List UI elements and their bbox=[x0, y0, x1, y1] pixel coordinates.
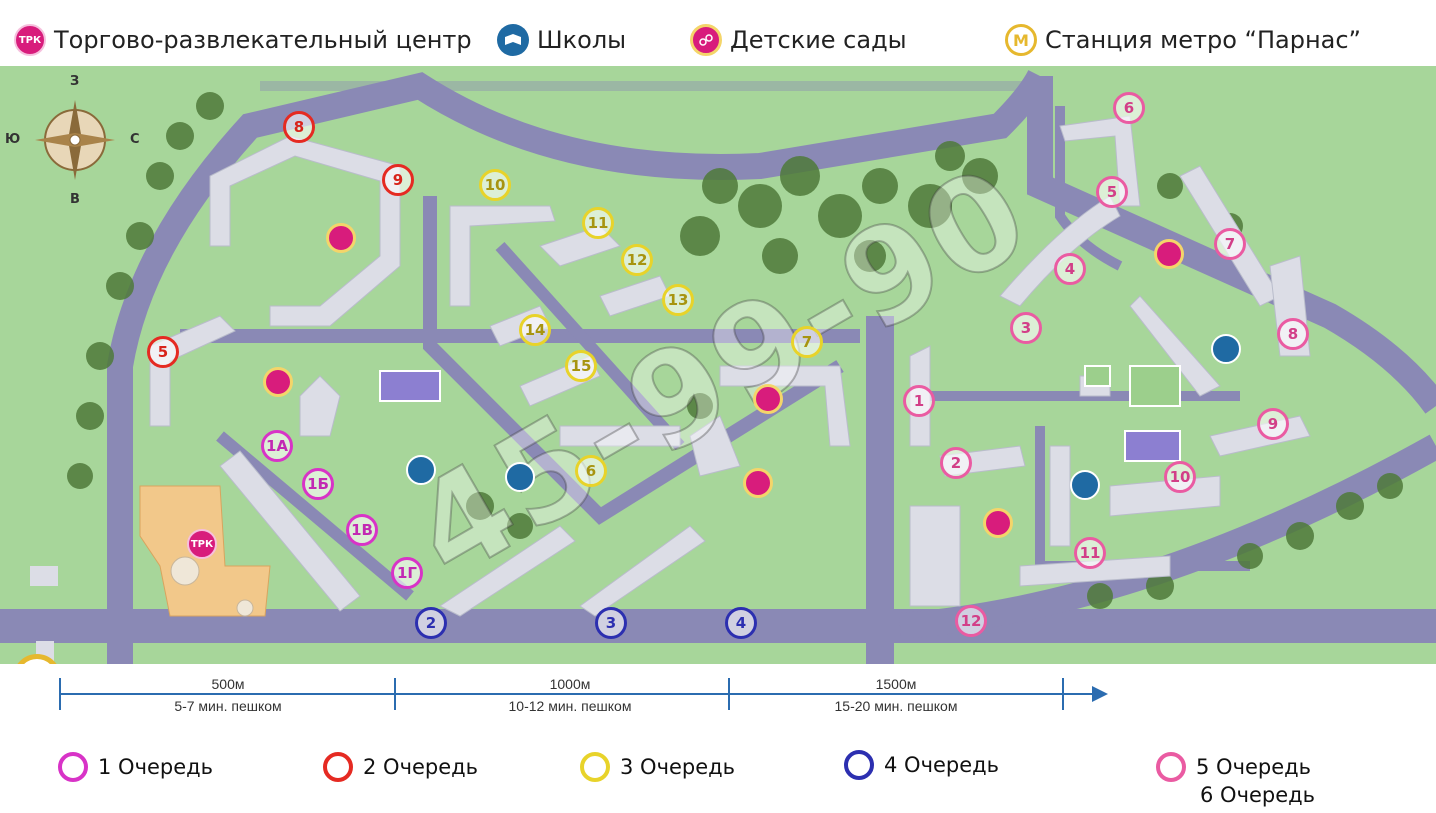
scale-time-2: 10-12 мин. пешком bbox=[508, 698, 632, 714]
building-marker-q5[interactable]: 3 bbox=[1010, 312, 1042, 344]
scale-time-1: 5-7 мин. пешком bbox=[174, 698, 282, 714]
kindergarten-icon[interactable] bbox=[326, 223, 356, 253]
legend-kinder-label: Детские сады bbox=[730, 26, 907, 54]
building-marker-q5[interactable]: 9 bbox=[1257, 408, 1289, 440]
building-marker-q5[interactable]: 1 bbox=[903, 385, 935, 417]
building-marker-q5[interactable]: 6 bbox=[1113, 92, 1145, 124]
compass-south-label: В bbox=[70, 192, 80, 207]
queue-legend-4: 4 Очередь bbox=[844, 750, 999, 780]
school-icon[interactable] bbox=[1070, 470, 1100, 500]
building-marker-q1[interactable]: 1В bbox=[346, 514, 378, 546]
compass-rose-icon bbox=[35, 100, 115, 180]
ring-icon bbox=[844, 750, 874, 780]
building-marker-q5[interactable]: 11 bbox=[1074, 537, 1106, 569]
ring-icon bbox=[58, 752, 88, 782]
building-marker-q2[interactable]: 8 bbox=[283, 111, 315, 143]
building-marker-q3[interactable]: 7 bbox=[791, 326, 823, 358]
legend-trk-label: Торгово-развлекательный центр bbox=[54, 26, 472, 54]
map-base bbox=[0, 69, 1436, 664]
sports-field-3 bbox=[1129, 365, 1181, 407]
tree-clusters bbox=[67, 92, 1403, 609]
school-icon[interactable] bbox=[406, 455, 436, 485]
queue-legend-1: 1 Очередь bbox=[58, 752, 213, 782]
building-marker-q5[interactable]: 4 bbox=[1054, 253, 1086, 285]
queue-label-1: 1 Очередь bbox=[98, 755, 214, 779]
queue-label-3: 3 Очередь bbox=[620, 755, 736, 779]
kindergarten-icon[interactable] bbox=[983, 508, 1013, 538]
school-icon bbox=[497, 24, 529, 56]
queue-label-2: 2 Очередь bbox=[363, 755, 479, 779]
compass-west-label: Ю bbox=[5, 132, 21, 147]
legend-metro: M Станция метро “Парнас” bbox=[1005, 24, 1361, 56]
school-icon[interactable] bbox=[1211, 334, 1241, 364]
queue-legend-3: 3 Очередь bbox=[580, 752, 735, 782]
road-outer-east bbox=[1027, 76, 1436, 414]
building-marker-q1[interactable]: 1Б bbox=[302, 468, 334, 500]
sports-field-1 bbox=[379, 370, 441, 402]
building-marker-q5[interactable]: 8 bbox=[1277, 318, 1309, 350]
scale-distance-2: 1000м bbox=[549, 676, 591, 692]
scale-distance-3: 1500м bbox=[875, 676, 917, 692]
distance-scale bbox=[59, 678, 1108, 710]
building-marker-q5[interactable]: 7 bbox=[1214, 228, 1246, 260]
trk-badge-text: ТРК bbox=[18, 34, 42, 46]
queue-legend-5: 5 Очередь bbox=[1156, 752, 1311, 782]
queue-label-6: 6 Очередь bbox=[1200, 783, 1316, 807]
kindergarten-icon[interactable] bbox=[1154, 239, 1184, 269]
building-marker-q2[interactable]: 5 bbox=[147, 336, 179, 368]
trk-icon: ТРК bbox=[14, 24, 46, 56]
ring-icon bbox=[580, 752, 610, 782]
building-marker-q3[interactable]: 12 bbox=[621, 244, 653, 276]
compass: З Ю С В bbox=[5, 74, 140, 207]
building-marker-q2[interactable]: 9 bbox=[382, 164, 414, 196]
arrow-right-icon bbox=[1092, 686, 1108, 702]
kindergarten-icon[interactable] bbox=[743, 468, 773, 498]
kindergarten-icon bbox=[690, 24, 722, 56]
kindergarten-icon[interactable] bbox=[753, 384, 783, 414]
school-icon[interactable] bbox=[505, 462, 535, 492]
site-map[interactable]: 45-99-90 З Ю С В ТРК 1А 1Б 1В 1Г 8 9 5 1… bbox=[0, 66, 1436, 664]
building-marker-q4[interactable]: 4 bbox=[725, 607, 757, 639]
building-marker-q3[interactable]: 10 bbox=[479, 169, 511, 201]
top-legend: ТРК Торгово-развлекательный центр Школы … bbox=[0, 0, 1436, 66]
building-marker-q5[interactable]: 10 bbox=[1164, 461, 1196, 493]
building-marker-q5[interactable]: 2 bbox=[940, 447, 972, 479]
sports-field-2 bbox=[1124, 430, 1181, 462]
building-marker-q1[interactable]: 1А bbox=[261, 430, 293, 462]
building-marker-q3[interactable]: 15 bbox=[565, 350, 597, 382]
legend-metro-label: Станция метро “Парнас” bbox=[1045, 26, 1361, 54]
building-marker-q4[interactable]: 3 bbox=[595, 607, 627, 639]
building-marker-q3[interactable]: 11 bbox=[582, 207, 614, 239]
legend-trk: ТРК Торгово-развлекательный центр bbox=[14, 24, 472, 56]
queue-legend-2: 2 Очередь bbox=[323, 752, 478, 782]
queue-label-4: 4 Очередь bbox=[884, 753, 1000, 777]
building-marker-q4[interactable]: 2 bbox=[415, 607, 447, 639]
legend-kinder: Детские сады bbox=[690, 24, 907, 56]
metro-icon: M bbox=[1005, 24, 1037, 56]
building-marker-q3[interactable]: 6 bbox=[575, 455, 607, 487]
compass-north-label: З bbox=[70, 74, 80, 89]
compass-east-label: С bbox=[130, 132, 140, 147]
ring-icon bbox=[323, 752, 353, 782]
legend-school-label: Школы bbox=[537, 26, 627, 54]
building-marker-q3[interactable]: 14 bbox=[519, 314, 551, 346]
ring-icon bbox=[1156, 752, 1186, 782]
building-marker-q3[interactable]: 13 bbox=[662, 284, 694, 316]
queue-label-5: 5 Очередь bbox=[1196, 755, 1312, 779]
building-marker-q1[interactable]: 1Г bbox=[391, 557, 423, 589]
metro-badge-text: M bbox=[1013, 30, 1029, 50]
kindergarten-icon[interactable] bbox=[263, 367, 293, 397]
scale-time-3: 15-20 мин. пешком bbox=[834, 698, 958, 714]
road-outer-west bbox=[107, 69, 1052, 664]
building-marker-q5[interactable]: 12 bbox=[955, 605, 987, 637]
trk-marker[interactable]: ТРК bbox=[187, 529, 217, 559]
trk-marker-label: ТРК bbox=[190, 538, 214, 550]
legend-school: Школы bbox=[497, 24, 626, 56]
building-marker-q5[interactable]: 5 bbox=[1096, 176, 1128, 208]
scale-distance-1: 500м bbox=[211, 676, 245, 692]
